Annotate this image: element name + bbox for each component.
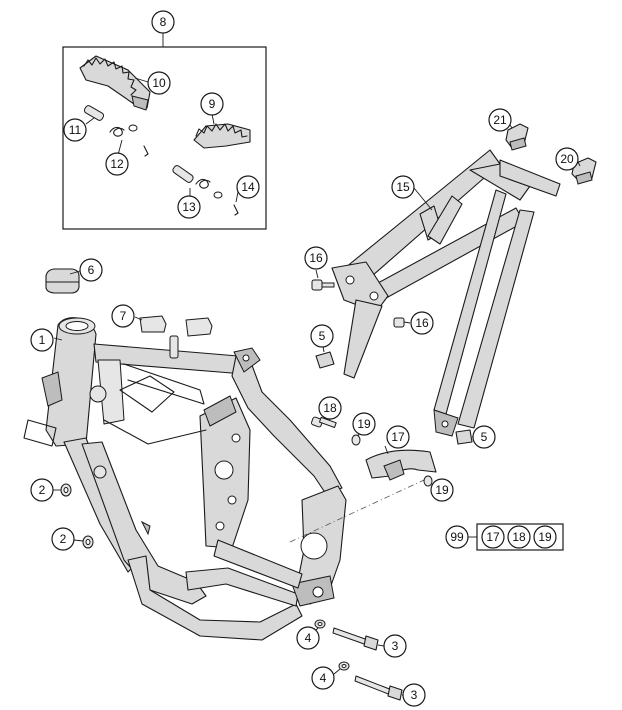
callout-9-label: 9 — [209, 97, 216, 111]
callout-99: 99 — [445, 525, 469, 549]
callout-1: 1 — [30, 328, 54, 352]
callout-21-label: 21 — [493, 113, 507, 127]
callout-19-upper-label: 19 — [357, 417, 371, 431]
chain-guide — [365, 445, 437, 481]
callout-19-lower-label: 19 — [435, 483, 449, 497]
callout-3-upper: 3 — [383, 634, 407, 658]
callout-4-upper-label: 4 — [305, 631, 312, 645]
rear-subframe — [331, 149, 561, 437]
callout-10-label: 10 — [152, 76, 166, 90]
callout-10: 10 — [147, 71, 171, 95]
callout-3-lower-label: 3 — [411, 688, 418, 702]
callout-2-upper: 2 — [30, 478, 54, 502]
callout-11: 11 — [63, 118, 87, 142]
callout-13: 13 — [177, 195, 201, 219]
pin-11 — [83, 105, 105, 121]
callout-19-lower: 19 — [430, 478, 454, 502]
callout-20-label: 20 — [560, 152, 574, 166]
callout-7-label: 7 — [120, 309, 127, 323]
callout-7: 7 — [111, 304, 135, 328]
pin-13 — [172, 165, 239, 216]
washer-19-lower — [423, 475, 435, 487]
callout-5-lower-label: 5 — [481, 430, 488, 444]
callout-17-label: 17 — [391, 430, 405, 444]
callout-17: 17 — [386, 425, 410, 449]
callout-99-18-label: 18 — [512, 530, 526, 544]
callout-99-17-label: 17 — [486, 530, 500, 544]
callout-15: 15 — [391, 175, 415, 199]
callout-4-lower-label: 4 — [320, 671, 327, 685]
frame-cap-6 — [45, 268, 81, 294]
callout-5-upper: 5 — [310, 324, 334, 348]
callout-20: 20 — [555, 147, 579, 171]
callout-4-lower: 4 — [311, 666, 335, 690]
footpeg-right — [193, 123, 251, 149]
washer-4-lower — [333, 661, 350, 675]
callout-16-upper: 16 — [304, 246, 328, 270]
bolt-18 — [310, 416, 337, 429]
bolt-3-upper — [332, 627, 385, 651]
callout-18: 18 — [318, 396, 342, 420]
clip-21 — [505, 123, 529, 151]
footpeg-kit-box — [62, 46, 267, 230]
main-frame — [23, 317, 347, 641]
callout-9: 9 — [200, 92, 224, 116]
callout-13-label: 13 — [182, 200, 196, 214]
callout-3-lower: 3 — [402, 683, 426, 707]
callout-2-upper-label: 2 — [39, 483, 46, 497]
callout-5-lower: 5 — [472, 425, 496, 449]
callout-6-label: 6 — [88, 263, 95, 277]
callout-14: 14 — [236, 175, 260, 199]
callout-12: 12 — [105, 152, 129, 176]
callout-16-upper-label: 16 — [309, 251, 323, 265]
washer-4-upper — [313, 619, 326, 633]
callout-3-upper-label: 3 — [392, 639, 399, 653]
washer-2-upper — [52, 483, 72, 497]
callout-15-label: 15 — [396, 180, 410, 194]
callout-19-upper: 19 — [352, 412, 376, 436]
callout-12-label: 12 — [110, 157, 124, 171]
callout-4-upper: 4 — [296, 626, 320, 650]
callout-99-label: 99 — [450, 530, 464, 544]
footpeg-left — [79, 55, 151, 111]
callout-99-18: 18 — [507, 525, 531, 549]
callout-1-label: 1 — [39, 333, 46, 347]
callout-99-17: 17 — [481, 525, 505, 549]
bolt-16-upper — [311, 269, 335, 291]
guard-pads-7 — [134, 315, 213, 337]
callout-14-label: 14 — [241, 180, 255, 194]
callout-2-lower: 2 — [51, 527, 75, 551]
callout-99-19: 19 — [533, 525, 557, 549]
callout-5-upper-label: 5 — [319, 329, 326, 343]
clip-20 — [571, 157, 597, 185]
callout-2-lower-label: 2 — [60, 532, 67, 546]
callout-8: 8 — [151, 10, 175, 34]
callout-8-label: 8 — [160, 15, 167, 29]
bolt-3-lower — [354, 675, 404, 701]
washer-2-lower — [73, 535, 94, 549]
callout-16-lower-label: 16 — [415, 316, 429, 330]
callout-11-label: 11 — [69, 123, 82, 137]
callout-16-lower: 16 — [410, 311, 434, 335]
callout-99-19-label: 19 — [538, 530, 552, 544]
footpeg-kit-group — [62, 33, 267, 230]
callout-18-label: 18 — [323, 401, 337, 415]
callout-6: 6 — [79, 258, 103, 282]
bolt-16-lower — [393, 317, 411, 328]
bolt-5-upper — [315, 345, 335, 369]
spring-12 — [109, 124, 149, 157]
callout-21: 21 — [488, 108, 512, 132]
